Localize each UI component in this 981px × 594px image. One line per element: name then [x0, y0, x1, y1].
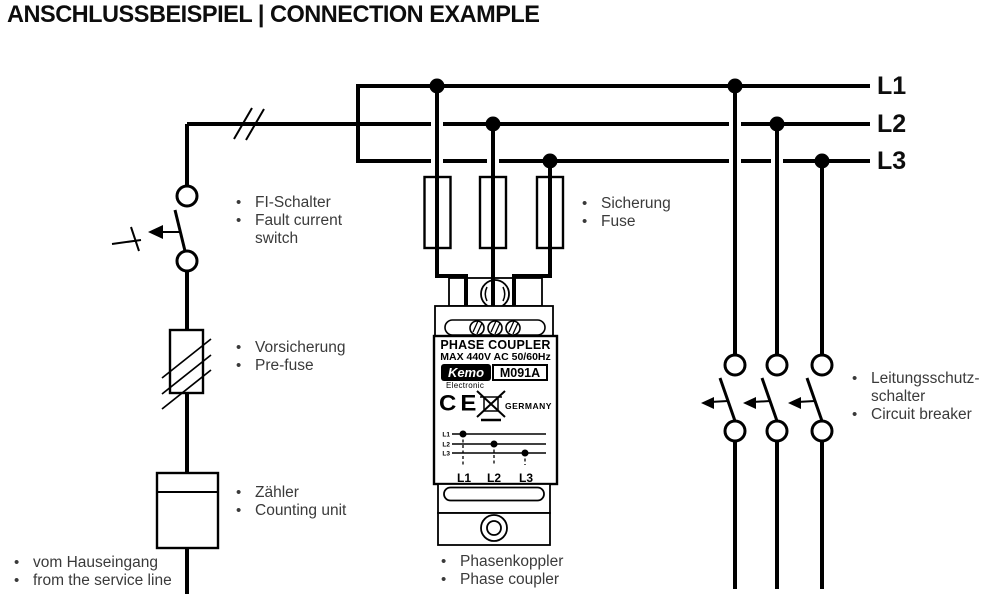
- note-counting-unit: • Zähler • Counting unit: [236, 484, 361, 520]
- bullet: •: [852, 370, 858, 387]
- mini-label-l2: L2: [442, 442, 450, 449]
- terminal-label-l2: L2: [487, 471, 501, 485]
- bullet: •: [582, 195, 588, 212]
- bullet: •: [441, 571, 447, 588]
- phase-label-l2: L2: [877, 110, 907, 138]
- note-line: Counting unit: [255, 502, 347, 519]
- device-country: GERMANY: [505, 401, 552, 411]
- device-title: PHASE COUPLER: [440, 338, 551, 352]
- bullet: •: [236, 484, 242, 501]
- note-line: vom Hauseingang: [33, 554, 158, 571]
- bullet: •: [236, 194, 242, 211]
- terminal-label-l3: L3: [519, 471, 533, 485]
- note-line: FI-Schalter: [255, 194, 331, 211]
- junction-dots: [429, 78, 830, 169]
- bullet: •: [441, 553, 447, 570]
- bullet: •: [236, 212, 242, 229]
- phase-label-l3: L3: [877, 147, 907, 175]
- ce-mark-icon: CE: [439, 391, 481, 416]
- terminal-label-l1: L1: [457, 471, 471, 485]
- note-line: from the service line: [33, 572, 172, 589]
- breaker-2: [743, 353, 789, 443]
- note-pre-fuse: • Vorsicherung • Pre-fuse: [236, 339, 356, 375]
- bullet: •: [852, 406, 858, 423]
- phase-label-l1: L1: [877, 72, 907, 100]
- bullet: •: [582, 213, 588, 230]
- note-line: Leitungsschutz-schalter: [871, 370, 980, 405]
- note-line: Phasenkoppler: [460, 553, 564, 570]
- breaker-1: [701, 353, 747, 443]
- page-title: ANSCHLUSSBEISPIEL | CONNECTION EXAMPLE: [7, 1, 540, 28]
- note-line: Circuit breaker: [871, 406, 972, 423]
- note-line: Vorsicherung: [255, 339, 346, 356]
- terminal-screws: [469, 320, 521, 336]
- prefuse-symbol: [161, 328, 212, 410]
- bullet: •: [236, 502, 242, 519]
- phase-coupler-device: L1 L2 L3 L1 L2 L3: [432, 305, 559, 546]
- multi-conductor-marks: [233, 107, 265, 141]
- note-service-line: • vom Hauseingang • from the service lin…: [14, 554, 179, 590]
- fault-current-switch-symbol: [111, 184, 199, 273]
- bullet: •: [14, 554, 20, 571]
- bullet: •: [236, 339, 242, 356]
- device-neck: [448, 277, 543, 309]
- breaker-3: [788, 353, 834, 443]
- brand-subtitle: Electronic: [446, 381, 485, 390]
- note-line: Phase coupler: [460, 571, 560, 588]
- note-line: Sicherung: [601, 195, 671, 212]
- fuse-symbols: [423, 175, 565, 250]
- note-fuse: • Sicherung • Fuse: [582, 195, 677, 231]
- device-rating: MAX 440V AC 50/60Hz: [440, 351, 551, 363]
- brand-logo: Kemo: [441, 364, 491, 381]
- model-badge: M091A: [492, 364, 548, 381]
- note-fault-current-switch: • FI-Schalter • Fault current switch: [236, 194, 355, 248]
- weee-bin-icon: [476, 390, 506, 422]
- bullet: •: [236, 357, 242, 374]
- device-brand-row: Kemo M091A: [441, 364, 548, 381]
- note-line: Fault current switch: [255, 212, 343, 247]
- mini-label-l1: L1: [442, 432, 450, 439]
- circuit-breaker-symbols: [701, 353, 834, 443]
- meter-symbol: [155, 471, 220, 550]
- note-line: Zähler: [255, 484, 299, 501]
- mini-label-l3: L3: [442, 451, 450, 458]
- note-line: Pre-fuse: [255, 357, 314, 374]
- note-circuit-breaker: • Leitungsschutz-schalter • Circuit brea…: [852, 370, 981, 424]
- note-line: Fuse: [601, 213, 636, 230]
- bullet: •: [14, 572, 20, 589]
- note-phase-coupler: • Phasenkoppler • Phase coupler: [441, 553, 571, 589]
- device-mini-schematic: L1 L2 L3 L1 L2 L3: [442, 430, 546, 485]
